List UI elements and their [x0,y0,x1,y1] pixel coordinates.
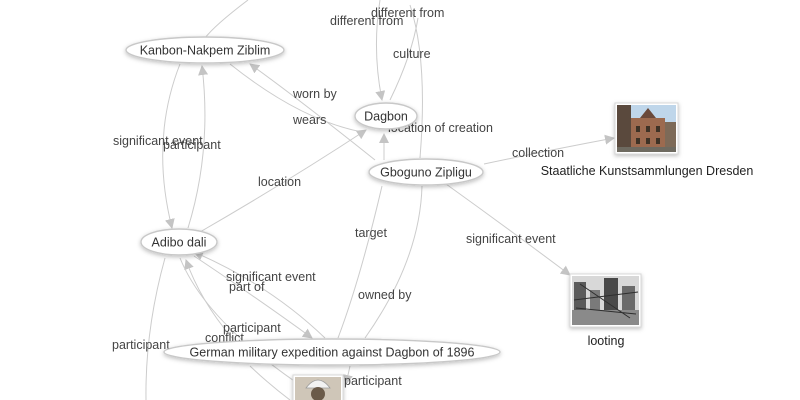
node-label: Gboguno Zipligu [380,166,472,180]
node-label: German military expedition against Dagbo… [190,346,475,360]
image-node-caption: looting [588,334,625,348]
edge-label-participant-4: participant [344,374,402,388]
edge-label-participant-1: participant [163,138,221,152]
image-node-caption: Staatliche Kunstsammlungen Dresden [541,164,754,178]
edge-labels: different from different from culture wo… [112,6,564,388]
edge-label-location-of-creation: location of creation [388,121,493,135]
edge-label-significant-event-2: significant event [466,232,556,246]
edge-culture[interactable] [409,4,423,159]
edge-label-significant-event-1: significant event [113,134,203,148]
edge-label-different-from-1: different from [371,6,444,20]
edge-label-culture: culture [393,47,431,61]
edge-label-owned-by: owned by [358,288,412,302]
node-label: Dagbon [364,110,408,124]
edge-to-photo[interactable] [343,365,353,385]
edge-dagbon-culture[interactable] [389,17,419,101]
edge-significant-event-2[interactable] [445,183,571,276]
node-gboguno-zipligu[interactable]: Gboguno Zipligu [368,158,484,186]
edge-label-location: location [258,175,301,189]
node-german-military-expedition[interactable]: German military expedition against Dagbo… [163,338,501,366]
edge-target[interactable] [337,185,383,339]
edge-label-different-from-2: different from [330,14,403,28]
node-label: Kanbon-Nakpem Ziblim [140,44,271,58]
edge-label-target: target [355,226,387,240]
edge-conflict[interactable] [179,257,301,386]
edge-label-collection: collection [512,146,564,160]
edge-participant-3[interactable] [145,257,166,400]
edge-label-part-of: part of [229,280,265,294]
soldier-portrait-image [292,374,344,400]
edge-participant-1[interactable] [187,65,209,229]
edge-wears[interactable] [229,63,363,133]
edge-significant-event-1[interactable] [162,63,181,229]
edge-different-from-1[interactable] [204,0,249,39]
node-kanbon-nakpem-ziblim[interactable]: Kanbon-Nakpem Ziblim [125,36,285,64]
edge-worn-by[interactable] [249,63,376,161]
edge-significant-event-3[interactable] [193,250,326,339]
image-node-dresden[interactable]: Staatliche Kunstsammlungen Dresden [541,102,754,178]
image-node-looting[interactable]: looting [569,273,642,348]
node-adibo-dali[interactable]: Adibo dali [140,228,218,256]
edge-label-participant-3: participant [112,338,170,352]
edge-owned-by[interactable] [364,185,423,339]
edge-location[interactable] [199,129,367,233]
edge-different-from-2[interactable] [375,0,386,101]
edge-label-participant-2: participant [223,321,281,335]
image-node-soldier-photo[interactable] [292,374,344,400]
edge-collection[interactable] [483,134,615,165]
edge-label-worn-by: worn by [292,87,338,101]
node-label: Adibo dali [152,236,207,250]
looting-engraving-image [569,273,642,328]
edge-label-significant-event-3: significant event [226,270,316,284]
edge-label-wears: wears [292,113,326,127]
edge-part-of[interactable] [193,255,313,339]
node-dagbon[interactable]: Dagbon [354,102,418,130]
dresden-palace-image [614,102,679,155]
edge-participant-4[interactable] [249,365,291,400]
edges [145,0,615,400]
